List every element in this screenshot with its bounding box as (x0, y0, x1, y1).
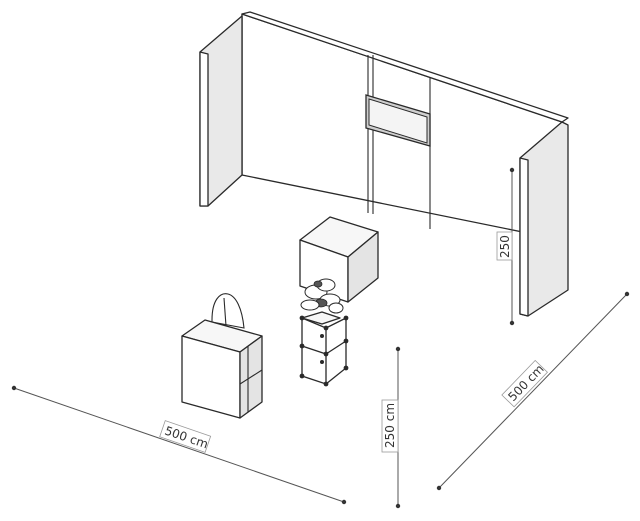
wall-screen (365, 94, 431, 147)
depth-dimension: 500 cm (436, 291, 630, 491)
right-wall (519, 121, 569, 317)
height-dimension: 250 cm (381, 346, 401, 509)
shelf-unit (299, 315, 349, 387)
plant (300, 278, 344, 325)
width-dimension: 500 cm (11, 385, 347, 505)
counter (181, 293, 263, 419)
height-label: 250 cm (383, 403, 397, 448)
wall-height-dimension: 250 (496, 167, 515, 326)
left-wall (199, 15, 243, 207)
wall-height-label: 250 (498, 235, 512, 258)
lamp (211, 293, 245, 329)
